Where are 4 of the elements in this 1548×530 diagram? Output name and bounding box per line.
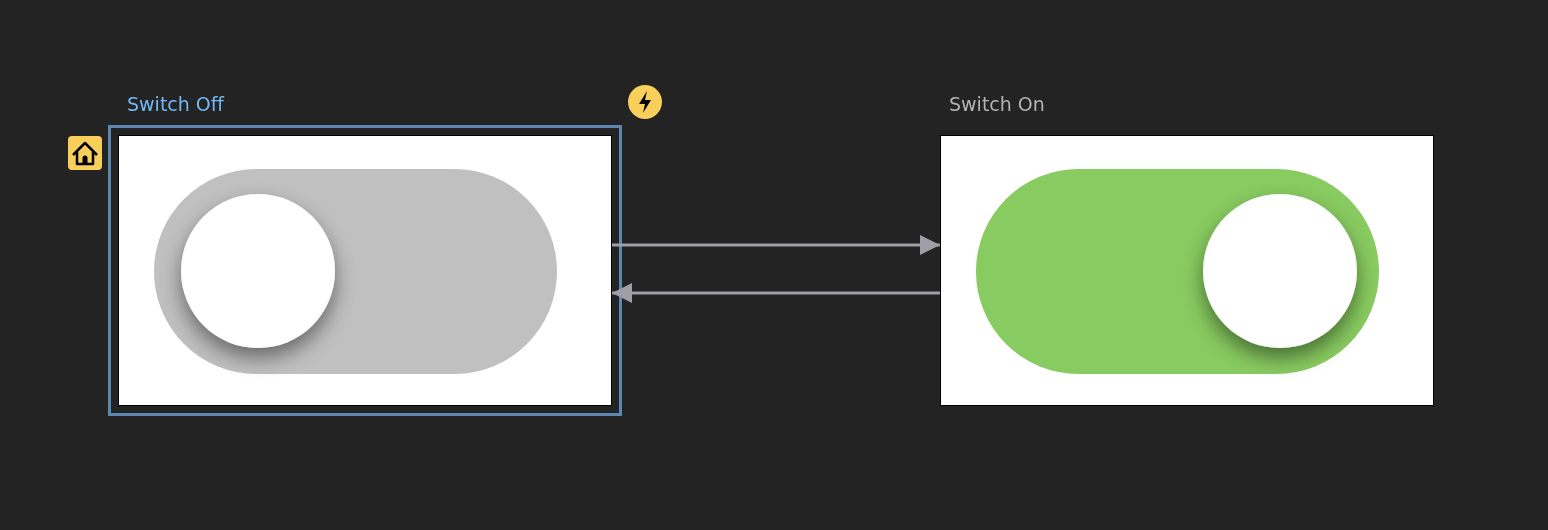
arrow xyxy=(612,283,940,303)
arrow xyxy=(612,235,940,255)
artboard-title: Switch Off xyxy=(127,93,224,115)
artboard-title: Switch On xyxy=(949,93,1045,115)
